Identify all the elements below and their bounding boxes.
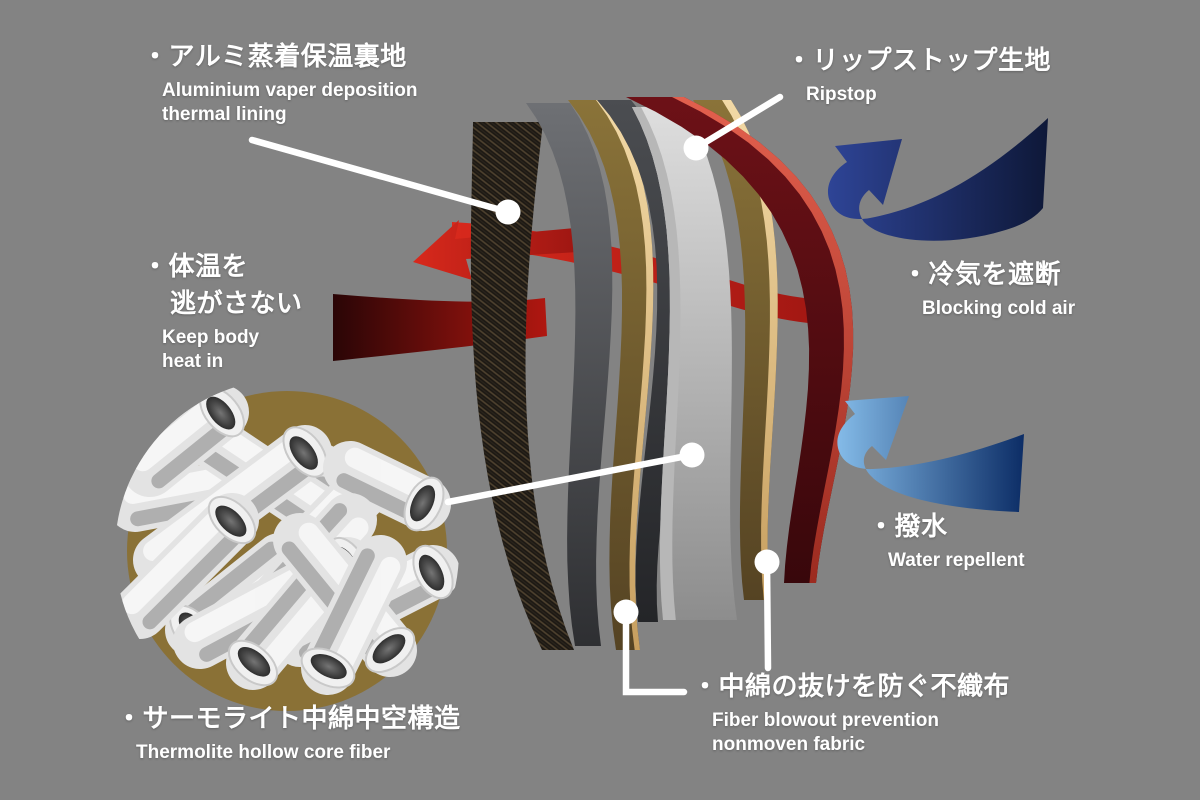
label-nonwoven-fabric-en: Fiber blowout prevention nonmoven fabric: [712, 709, 939, 756]
label-nonwoven-fabric-jp: ・中綿の抜けを防ぐ不織布: [692, 671, 1011, 701]
label-nonwoven-fabric: ・中綿の抜けを防ぐ不織布 Fiber blowout prevention no…: [692, 668, 1010, 758]
label-thermolite-fiber-jp: ・サーモライト中綿中空構造: [116, 703, 461, 733]
label-aluminium-lining-en: Aluminium vaper deposition thermal linin…: [162, 79, 418, 126]
connector-dot: [613, 599, 639, 625]
label-blocking-cold-air-jp: ・冷気を遮断: [902, 259, 1062, 289]
hollow-fiber-tube: [300, 535, 407, 695]
label-water-repellent-jp: ・撥水: [868, 511, 948, 541]
label-aluminium-lining: ・アルミ蒸着保温裏地 Aluminium vaper deposition th…: [142, 38, 417, 128]
connector-elbow: [622, 608, 688, 696]
label-water-repellent-en: Water repellent: [888, 549, 1025, 571]
label-ripstop: ・リップストップ生地 Ripstop: [786, 42, 1051, 107]
label-water-repellent: ・撥水 Water repellent: [868, 508, 1025, 573]
layer-nonwoven-left: [568, 100, 654, 650]
connector-dot: [679, 442, 705, 468]
cold-air-arrow: [827, 118, 1048, 241]
connector-line: [444, 451, 696, 506]
label-ripstop-en: Ripstop: [806, 83, 877, 105]
connector-dot: [683, 135, 709, 161]
connector-line: [763, 558, 772, 672]
label-blocking-cold-air: ・冷気を遮断 Blocking cold air: [902, 256, 1075, 321]
fabric-layers-illustration: [470, 97, 854, 650]
connector-dot: [754, 549, 780, 575]
label-aluminium-lining-jp: ・アルミ蒸着保温裏地: [142, 41, 407, 71]
hollow-fiber-tube: [123, 385, 249, 497]
layer-thermolite-batting: [632, 107, 737, 620]
connector-lines: [248, 93, 784, 696]
label-thermolite-fiber: ・サーモライト中綿中空構造 Thermolite hollow core fib…: [116, 700, 461, 765]
label-keep-body-heat-jp: ・体温を 逃がさない: [142, 251, 303, 318]
label-thermolite-fiber-en: Thermolite hollow core fiber: [136, 741, 391, 763]
connector-line: [248, 136, 512, 216]
hollow-fiber-tube: [115, 493, 259, 639]
label-keep-body-heat-en: Keep body heat in: [162, 326, 260, 373]
label-keep-body-heat: ・体温を 逃がさない Keep body heat in: [142, 248, 303, 374]
layer-nonwoven-right: [693, 100, 778, 600]
label-blocking-cold-air-en: Blocking cold air: [922, 297, 1076, 319]
connector-line: [692, 93, 784, 152]
hollow-fiber-tube: [323, 441, 451, 532]
layer-aluminium-mesh-lining: [470, 122, 574, 650]
layer-ripstop-shell: [626, 97, 854, 583]
connector-dot: [495, 199, 521, 225]
label-ripstop-jp: ・リップストップ生地: [786, 45, 1052, 75]
hollow-fiber-zoom-circle: [115, 385, 459, 711]
water-repellent-arrow: [837, 396, 1024, 512]
layer-gray-sheet: [526, 103, 613, 646]
